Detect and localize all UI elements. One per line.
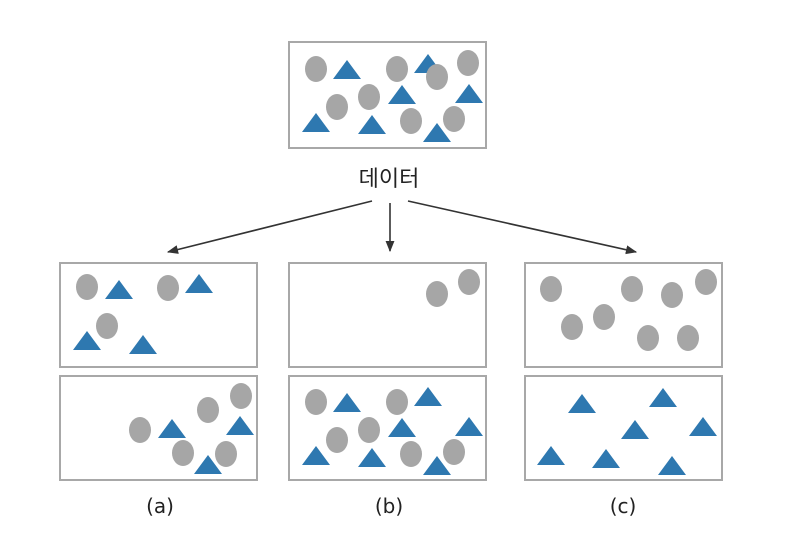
blue-triangle-icon (333, 60, 361, 79)
gray-circle-icon (695, 269, 717, 295)
blue-triangle-icon (689, 417, 717, 436)
shapes (73, 50, 717, 475)
gray-circle-icon (157, 275, 179, 301)
gray-circle-icon (443, 439, 465, 465)
blue-triangle-icon (537, 446, 565, 465)
gray-circle-icon (443, 106, 465, 132)
blue-triangle-icon (333, 393, 361, 412)
blue-triangle-icon (423, 123, 451, 142)
gray-circle-icon (386, 56, 408, 82)
blue-triangle-icon (414, 387, 442, 406)
split-b-top-box (288, 262, 487, 368)
blue-triangle-icon (455, 417, 483, 436)
gray-circle-icon (661, 282, 683, 308)
gray-circle-icon (305, 56, 327, 82)
gray-circle-icon (358, 417, 380, 443)
gray-circle-icon (621, 276, 643, 302)
blue-triangle-icon (194, 455, 222, 474)
blue-triangle-icon (129, 335, 157, 354)
gray-circle-icon (230, 383, 252, 409)
data-label: 데이터 (359, 167, 420, 192)
gray-circle-icon (197, 397, 219, 423)
blue-triangle-icon (185, 274, 213, 293)
blue-triangle-icon (658, 456, 686, 475)
blue-triangle-icon (226, 416, 254, 435)
gray-circle-icon (400, 108, 422, 134)
gray-circle-icon (593, 304, 615, 330)
gray-circle-icon (386, 389, 408, 415)
gray-circle-icon (129, 417, 151, 443)
blue-triangle-icon (388, 418, 416, 437)
gray-circle-icon (76, 274, 98, 300)
blue-triangle-icon (568, 394, 596, 413)
gray-circle-icon (561, 314, 583, 340)
gray-circle-icon (326, 94, 348, 120)
gray-circle-icon (458, 269, 480, 295)
blue-triangle-icon (73, 331, 101, 350)
gray-circle-icon (540, 276, 562, 302)
gray-circle-icon (457, 50, 479, 76)
blue-triangle-icon (105, 280, 133, 299)
blue-triangle-icon (388, 85, 416, 104)
blue-triangle-icon (455, 84, 483, 103)
gray-circle-icon (172, 440, 194, 466)
gray-circle-icon (358, 84, 380, 110)
blue-triangle-icon (302, 113, 330, 132)
gray-circle-icon (637, 325, 659, 351)
gray-circle-icon (400, 441, 422, 467)
gray-circle-icon (426, 64, 448, 90)
gray-circle-icon (326, 427, 348, 453)
label-c: (c) (610, 494, 637, 518)
gray-circle-icon (426, 281, 448, 307)
label-b: (b) (375, 494, 403, 518)
blue-triangle-icon (592, 449, 620, 468)
gray-circle-icon (96, 313, 118, 339)
blue-triangle-icon (621, 420, 649, 439)
blue-triangle-icon (423, 456, 451, 475)
arrow-to-a (166, 200, 373, 254)
blue-triangle-icon (302, 446, 330, 465)
blue-triangle-icon (358, 448, 386, 467)
boxes (59, 41, 723, 481)
gray-circle-icon (677, 325, 699, 351)
arrows (166, 200, 638, 255)
label-a: (a) (146, 494, 174, 518)
blue-triangle-icon (649, 388, 677, 407)
gray-circle-icon (305, 389, 327, 415)
blue-triangle-icon (158, 419, 186, 438)
blue-triangle-icon (358, 115, 386, 134)
gray-circle-icon (215, 441, 237, 467)
arrow-to-c (407, 200, 638, 255)
